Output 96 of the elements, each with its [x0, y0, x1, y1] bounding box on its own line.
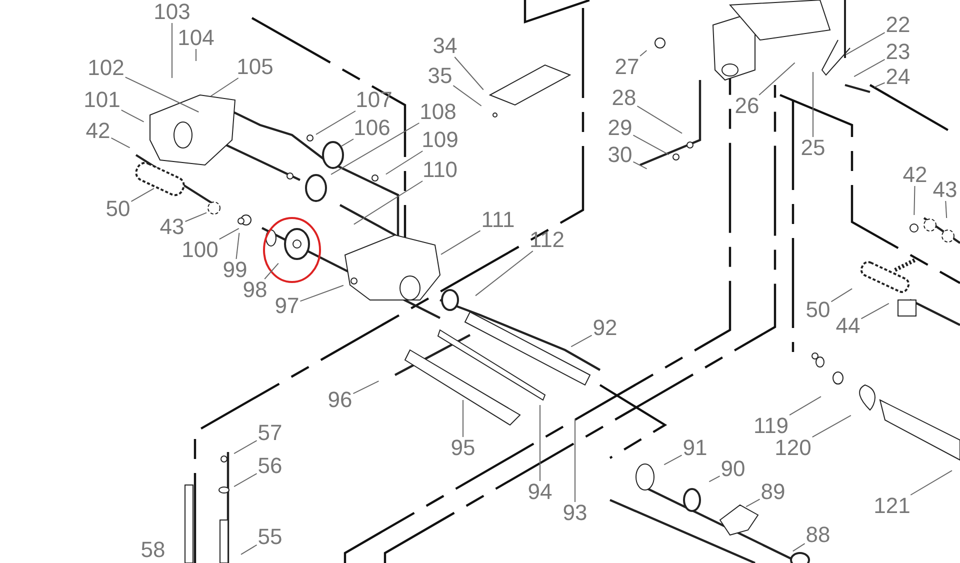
- callout-number: 43: [932, 179, 958, 201]
- callout-number: 104: [176, 27, 216, 49]
- leader-line: [945, 200, 948, 218]
- callout-number: 88: [804, 524, 832, 546]
- callout-number: 109: [420, 129, 460, 151]
- callout-number: 30: [606, 144, 634, 166]
- callout-number: 26: [734, 95, 760, 117]
- leader-line: [454, 56, 484, 90]
- callout-number: 50: [804, 299, 832, 321]
- leader-line: [746, 498, 760, 508]
- callout-number: 28: [610, 87, 638, 109]
- leader-line: [316, 110, 356, 135]
- leader-line: [640, 50, 648, 56]
- callout-number: 23: [884, 41, 912, 63]
- callout-number: 112: [528, 229, 566, 251]
- callout-number: 108: [418, 101, 458, 123]
- callout-number: 22: [884, 14, 912, 36]
- callout-number: 99: [222, 259, 248, 281]
- callout-number: 105: [236, 56, 274, 78]
- leader-line: [632, 134, 670, 156]
- leader-line: [210, 78, 239, 97]
- callout-number: 58: [140, 539, 166, 561]
- leader-line: [110, 137, 130, 148]
- leader-line: [860, 302, 890, 320]
- leader-line: [914, 186, 916, 216]
- leader-line: [264, 262, 279, 280]
- leader-line: [636, 106, 683, 134]
- leader-line: [846, 32, 886, 56]
- leader-line: [632, 161, 648, 170]
- callout-number: 42: [902, 164, 928, 186]
- leader-line: [789, 396, 822, 416]
- callout-number: 56: [256, 455, 284, 477]
- leader-line: [218, 228, 240, 240]
- callout-number: 110: [421, 159, 459, 181]
- leader-line: [475, 250, 534, 296]
- leader-line: [385, 150, 424, 175]
- callout-number: 101: [82, 89, 122, 111]
- leader-line: [234, 440, 258, 454]
- callout-number: 35: [426, 65, 454, 87]
- callout-number: 57: [256, 422, 284, 444]
- callout-number: 90: [720, 458, 746, 480]
- leader-line: [462, 400, 464, 438]
- leader-line: [353, 180, 424, 225]
- leader-line: [130, 188, 154, 202]
- leader-line: [452, 85, 482, 106]
- callout-number: 96: [326, 389, 354, 411]
- callout-number: 107: [354, 89, 394, 111]
- leader-line: [570, 334, 592, 348]
- leader-line: [300, 284, 344, 302]
- callout-number: 44: [834, 315, 862, 337]
- leader-line: [812, 72, 814, 138]
- callout-number: 98: [242, 279, 268, 301]
- leader-line: [758, 62, 796, 96]
- callout-number: 55: [256, 526, 284, 548]
- leader-line: [240, 544, 258, 555]
- leader-line: [184, 212, 208, 222]
- callout-number: 42: [84, 120, 112, 142]
- callout-number: 91: [682, 437, 708, 459]
- callout-number: 106: [352, 117, 392, 139]
- callout-number: 120: [774, 437, 812, 459]
- leader-line: [120, 110, 144, 122]
- leader-line: [330, 122, 420, 175]
- leader-line: [352, 380, 380, 394]
- callout-number: 97: [274, 295, 300, 317]
- callout-number: 93: [562, 502, 588, 524]
- callout-number: 119: [752, 415, 790, 437]
- leader-line: [124, 76, 200, 112]
- callout-number: 24: [884, 66, 912, 88]
- callout-number: 103: [152, 1, 192, 23]
- leader-line: [874, 82, 886, 88]
- callout-number: 102: [86, 57, 126, 79]
- callout-number: 89: [760, 481, 786, 503]
- callout-number: 29: [606, 117, 634, 139]
- callout-number: 50: [104, 198, 132, 220]
- callout-number: 43: [158, 216, 186, 238]
- callout-number: 121: [872, 495, 912, 517]
- leader-line: [854, 58, 886, 78]
- leader-line: [574, 418, 576, 502]
- callout-number: 94: [526, 481, 554, 503]
- leader-line: [234, 473, 258, 488]
- leader-line: [910, 470, 952, 496]
- leader-line: [440, 230, 481, 255]
- callout-number: 27: [614, 56, 640, 78]
- callout-number: 100: [180, 239, 220, 261]
- leader-line: [812, 414, 852, 438]
- callout-number: 95: [450, 437, 476, 459]
- callout-number: 25: [800, 137, 826, 159]
- leader-line: [830, 288, 853, 302]
- leader-line: [236, 232, 240, 260]
- leader-line: [664, 454, 682, 466]
- callout-number: 34: [432, 35, 458, 57]
- leader-line: [340, 138, 354, 147]
- callout-number: 92: [592, 317, 618, 339]
- leader-line: [708, 476, 720, 482]
- leader-line: [792, 543, 806, 552]
- callout-number: 111: [480, 209, 516, 231]
